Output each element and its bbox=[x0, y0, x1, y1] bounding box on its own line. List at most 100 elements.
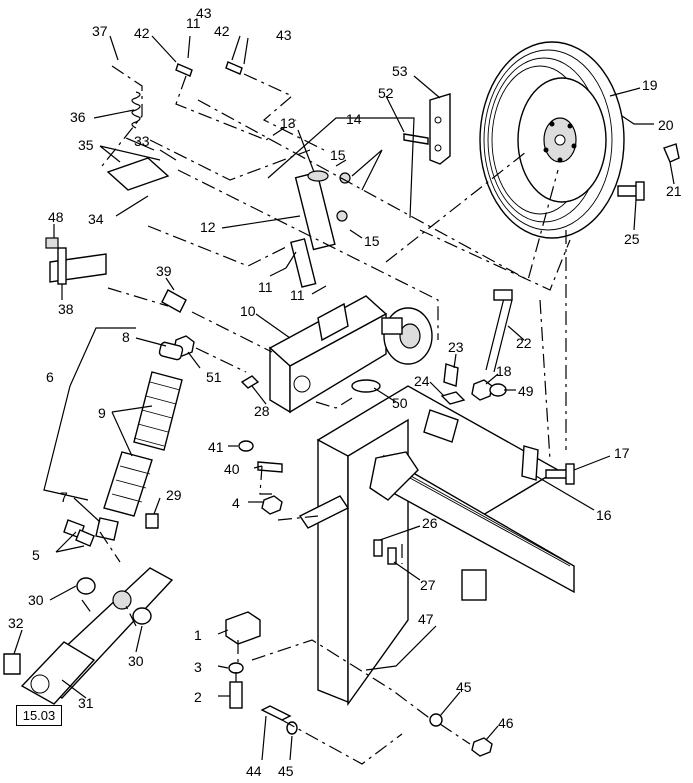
callout-27: 27 bbox=[420, 577, 436, 593]
block-1 bbox=[225, 611, 261, 645]
bolt-2 bbox=[229, 681, 243, 709]
callout-24: 24 bbox=[414, 373, 430, 389]
bolt-28 bbox=[240, 375, 260, 389]
callout-34: 34 bbox=[88, 211, 104, 227]
bushing-5-b bbox=[75, 529, 95, 547]
callout-45-bottom: 45 bbox=[278, 763, 294, 779]
bolt-52 bbox=[403, 133, 429, 145]
bushing-30-b bbox=[132, 607, 152, 625]
callout-8: 8 bbox=[122, 329, 130, 345]
callout-35: 35 bbox=[78, 137, 94, 153]
callout-15-top: 15 bbox=[330, 147, 346, 163]
callout-5: 5 bbox=[32, 547, 40, 563]
washer-50 bbox=[351, 379, 381, 393]
callout-29: 29 bbox=[166, 487, 182, 503]
callout-17: 17 bbox=[614, 445, 630, 461]
callout-11-mid: 11 bbox=[290, 287, 305, 303]
callout-32: 32 bbox=[8, 615, 24, 631]
callout-43-right: 43 bbox=[276, 27, 292, 43]
callout-3: 3 bbox=[194, 659, 202, 675]
valve-stem bbox=[663, 143, 680, 163]
callout-2: 2 bbox=[194, 689, 202, 705]
callout-52: 52 bbox=[378, 85, 394, 101]
plate-top bbox=[298, 495, 350, 529]
callout-labels: 37 42 11 43 42 43 36 35 33 34 13 14 15 1… bbox=[8, 5, 682, 779]
callout-7: 7 bbox=[60, 489, 68, 505]
callout-25: 25 bbox=[624, 231, 640, 247]
callout-41: 41 bbox=[208, 439, 224, 455]
callout-11-left: 11 bbox=[258, 279, 273, 295]
nut-4 bbox=[261, 495, 283, 515]
callout-46: 46 bbox=[498, 715, 514, 731]
callout-12: 12 bbox=[200, 219, 216, 235]
adjuster-cylinder bbox=[290, 170, 351, 288]
bolt-17 bbox=[545, 469, 569, 479]
callout-36: 36 bbox=[70, 109, 86, 125]
callout-49: 49 bbox=[518, 383, 534, 399]
arm-10 bbox=[268, 295, 388, 414]
callout-50: 50 bbox=[392, 395, 408, 411]
spring-assembly-9 bbox=[103, 341, 184, 517]
callout-45-right: 45 bbox=[456, 679, 472, 695]
callout-33: 33 bbox=[134, 133, 150, 149]
wheel-assembly bbox=[479, 41, 625, 239]
callout-1: 1 bbox=[194, 627, 202, 643]
pin-23 bbox=[443, 363, 459, 387]
callout-44: 44 bbox=[246, 763, 262, 779]
washer-45-a bbox=[429, 713, 443, 727]
callout-38: 38 bbox=[58, 301, 74, 317]
callout-43-left: 43 bbox=[196, 5, 212, 21]
washer-3 bbox=[228, 662, 244, 674]
callout-9: 9 bbox=[98, 405, 106, 421]
spring-36 bbox=[131, 91, 141, 129]
fitting-29 bbox=[145, 513, 159, 529]
callout-28: 28 bbox=[254, 403, 270, 419]
threaded-rod-22 bbox=[485, 289, 513, 373]
bolt-44 bbox=[260, 705, 292, 721]
callout-47: 47 bbox=[418, 611, 434, 627]
callout-23: 23 bbox=[448, 339, 464, 355]
bushing-39 bbox=[161, 289, 187, 313]
bushing-30-a bbox=[76, 577, 96, 595]
callout-18: 18 bbox=[496, 363, 512, 379]
callout-16: 16 bbox=[596, 507, 612, 523]
callout-14: 14 bbox=[346, 111, 362, 127]
callout-13: 13 bbox=[280, 115, 296, 131]
callout-19: 19 bbox=[642, 77, 658, 93]
callout-11-top: 11 bbox=[186, 15, 201, 31]
fitting-26 bbox=[373, 539, 383, 557]
callout-15-bottom: 15 bbox=[364, 233, 380, 249]
callout-53: 53 bbox=[392, 63, 408, 79]
callout-10: 10 bbox=[240, 303, 256, 319]
nut-46 bbox=[471, 737, 493, 757]
lower-arm-31 bbox=[20, 567, 174, 705]
callout-30-left: 30 bbox=[28, 592, 44, 608]
callout-31: 31 bbox=[78, 695, 94, 711]
callout-21: 21 bbox=[666, 183, 682, 199]
assembly-paths bbox=[81, 65, 571, 765]
wheel-hub bbox=[381, 307, 433, 365]
callout-40: 40 bbox=[224, 461, 240, 477]
pin-42-left bbox=[175, 63, 193, 77]
latch-plate bbox=[106, 157, 170, 191]
nut-18 bbox=[471, 379, 493, 401]
callout-39: 39 bbox=[156, 263, 172, 279]
washer-45-b bbox=[286, 721, 298, 735]
callout-48: 48 bbox=[48, 209, 64, 225]
figure-reference: 15.03 bbox=[16, 705, 62, 726]
block-24 bbox=[440, 391, 466, 405]
leader-lines bbox=[13, 35, 675, 761]
part-drawings bbox=[3, 35, 680, 757]
callout-30-right: 30 bbox=[128, 653, 144, 669]
callout-6: 6 bbox=[46, 369, 54, 385]
callout-42-left: 42 bbox=[134, 25, 150, 41]
fitting-27 bbox=[387, 547, 397, 565]
callout-20: 20 bbox=[658, 117, 674, 133]
callout-26: 26 bbox=[422, 515, 438, 531]
callout-42-right: 42 bbox=[214, 23, 230, 39]
main-frame bbox=[316, 385, 575, 707]
callout-51: 51 bbox=[206, 369, 222, 385]
callout-22: 22 bbox=[516, 335, 532, 351]
callout-37: 37 bbox=[92, 23, 108, 39]
